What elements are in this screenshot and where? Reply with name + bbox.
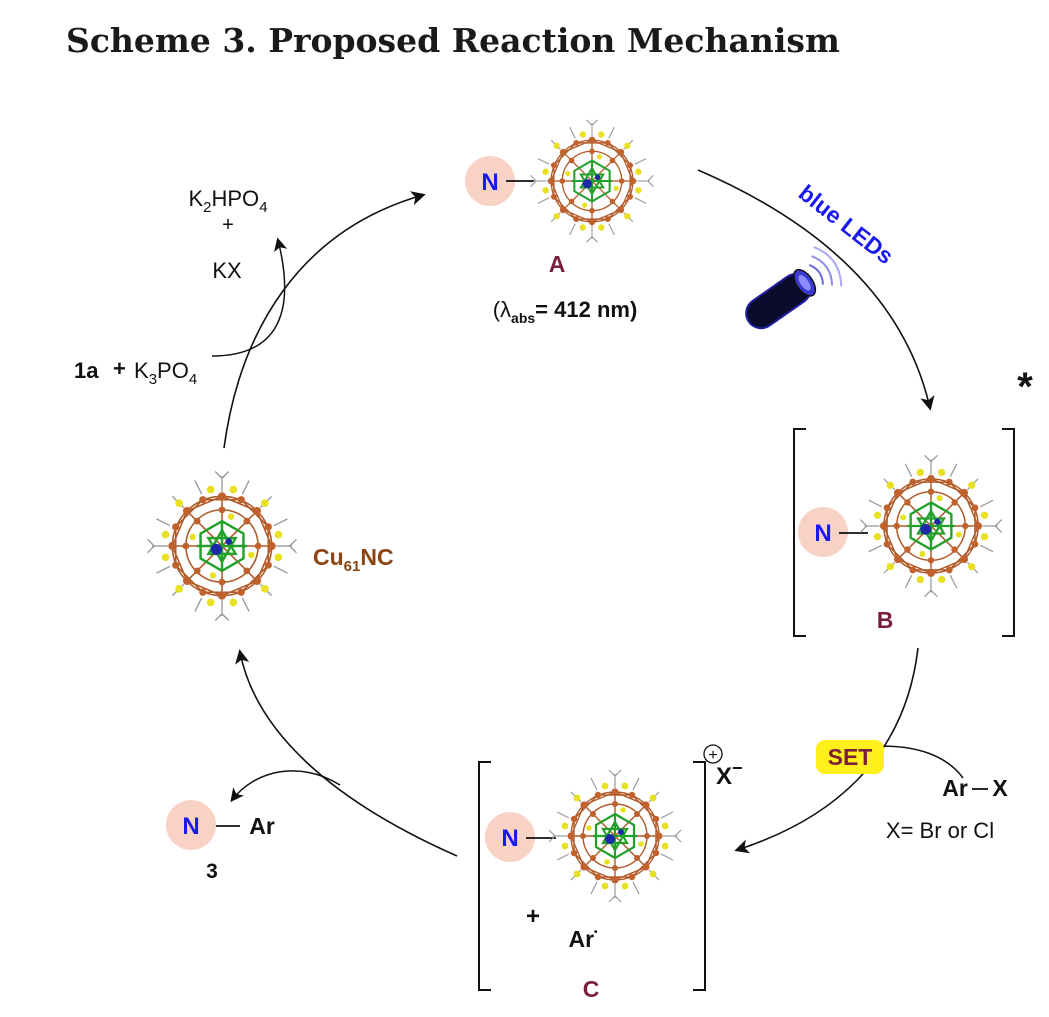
blue-leds-label: blue LEDs — [794, 179, 899, 269]
cluster-structure-a — [529, 118, 655, 244]
nitrogen-ligand-circle-product — [166, 800, 216, 850]
positive-charge-circle — [703, 744, 723, 764]
set-label: SET — [828, 744, 873, 770]
arrow-cluster-to-a — [223, 191, 426, 449]
bracket-right-c — [693, 761, 706, 991]
counter-ion-label: X− — [716, 758, 743, 790]
arrow-a-to-b — [697, 169, 935, 411]
arrow-product-out — [230, 770, 341, 803]
species-label-b: B — [877, 607, 894, 633]
aryl-halide-x: X — [992, 775, 1008, 801]
cluster-label: Cu61NC — [313, 544, 394, 575]
substrate-k3po4: K3PO4 — [134, 358, 197, 388]
absorbance-label: (λabs= 412 nm) — [493, 297, 638, 326]
bracket-left-c — [478, 761, 491, 991]
led-flashlight-icon — [745, 246, 843, 330]
nitrogen-label-c: N — [501, 825, 518, 852]
cluster-structure-b — [859, 454, 1003, 598]
cluster-structure-c — [547, 768, 683, 904]
cluster-structure-bare — [146, 470, 298, 622]
positive-charge-sign: + — [708, 747, 717, 764]
excited-state-mark: * — [1017, 365, 1033, 409]
bracket-left-b — [793, 428, 806, 637]
set-highlight-box — [816, 740, 884, 774]
byproduct-plus: + — [222, 214, 234, 236]
substrate-plus: + — [113, 356, 126, 381]
aryl-halide-ar: Ar — [942, 775, 968, 801]
plus-sign-c: + — [526, 903, 540, 930]
arrow-b-to-c — [734, 647, 919, 854]
byproduct-k2hpo4: K2HPO4 — [188, 186, 267, 216]
nitrogen-label-product: N — [182, 813, 199, 840]
nitrogen-label-b: N — [814, 520, 831, 547]
species-label-a: A — [549, 251, 566, 277]
species-label-c: C — [583, 976, 600, 1002]
nitrogen-ligand-circle-a — [465, 156, 515, 206]
byproduct-kx: KX — [212, 258, 242, 283]
aryl-radical-label: Ar• — [568, 926, 598, 952]
bracket-right-b — [1002, 428, 1015, 637]
product-number: 3 — [206, 860, 218, 883]
product-ar-label: Ar — [249, 813, 275, 839]
nitrogen-ligand-circle-c — [485, 812, 535, 862]
halide-note: X= Br or Cl — [886, 818, 994, 843]
substrate-1a: 1a — [74, 358, 99, 383]
arrow-c-to-cluster — [235, 649, 458, 857]
nitrogen-label-a: N — [481, 169, 498, 196]
arrow-substrate-to-byproduct — [211, 237, 288, 357]
scheme-title: Scheme 3. Proposed Reaction Mechanism — [66, 21, 840, 60]
nitrogen-ligand-circle-b — [798, 507, 848, 557]
